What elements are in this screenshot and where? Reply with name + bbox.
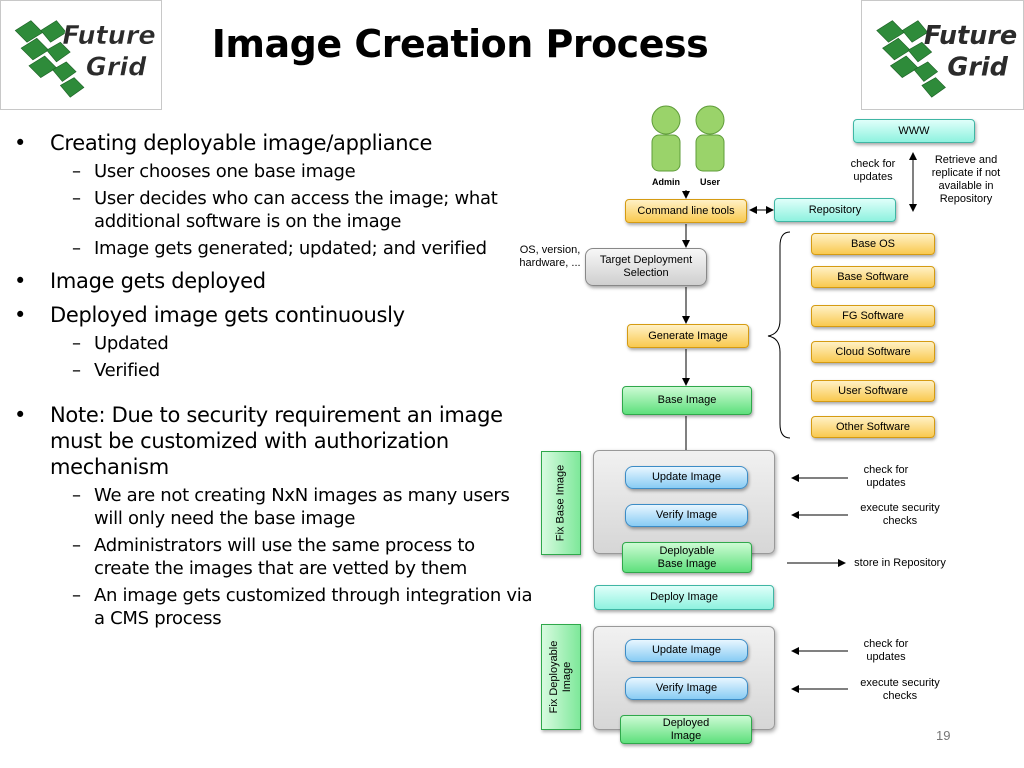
user-label: User (699, 177, 720, 187)
software-cloud-software-box: Cloud Software (811, 341, 935, 363)
fix-base-image-label-bar: Fix Base Image (541, 451, 581, 555)
base-image-box: Base Image (622, 386, 752, 415)
fix-deployable-image-label-bar: Fix Deployable Image (541, 624, 581, 730)
deploy-image-box: Deploy Image (594, 585, 774, 610)
check-updates-note-2: check for updates (863, 464, 909, 489)
svg-text:Grid: Grid (947, 53, 1008, 83)
execute-security-note: execute security checks (860, 502, 940, 527)
svg-text:Future: Future (924, 21, 1017, 51)
os-version-note: OS, version, hardware, ... (519, 244, 581, 269)
fix-base-image-label: Fix Base Image (554, 464, 567, 542)
store-repository-note: store in Repository (854, 557, 946, 569)
update-image-box-2: Update Image (625, 639, 748, 662)
bullet-list: Creating deployable image/appliance User… (14, 130, 534, 630)
target-deployment-box: Target Deployment Selection (585, 248, 707, 286)
verify-image-box: Verify Image (625, 504, 748, 527)
admin-icon (651, 105, 681, 172)
deployed-image-box: Deployed Image (620, 715, 752, 744)
futuregrid-logo: Future Grid (0, 0, 162, 110)
verify-image-box-2: Verify Image (625, 677, 748, 700)
sub-bullet-item: Updated (14, 332, 534, 355)
software-other-software-box: Other Software (811, 416, 935, 438)
software-user-software-box: User Software (811, 380, 935, 402)
bullet-item: Note: Due to security requirement an ima… (14, 402, 534, 480)
software-base-os-box: Base OS (811, 233, 935, 255)
bullet-item: Deployed image gets continuously (14, 302, 534, 328)
check-updates-note-3: check for updates (863, 638, 909, 663)
sub-bullet-item: User chooses one base image (14, 160, 534, 183)
retrieve-replicate-note: Retrieve and replicate if not available … (931, 154, 1001, 205)
software-base-software-box: Base Software (811, 266, 935, 288)
software-fg-software-box: FG Software (811, 305, 935, 327)
execute-security-note-2: execute security checks (860, 677, 940, 702)
repository-box: Repository (774, 198, 896, 222)
bullet-item: Creating deployable image/appliance (14, 130, 534, 156)
command-line-tools-box: Command line tools (625, 199, 747, 223)
futuregrid-logo: Future Grid (861, 0, 1024, 110)
generate-image-box: Generate Image (627, 324, 749, 348)
check-updates-note: check for updates (850, 158, 896, 183)
svg-text:Grid: Grid (86, 53, 147, 83)
bullet-item: Image gets deployed (14, 268, 534, 294)
svg-text:Future: Future (62, 21, 155, 51)
sub-bullet-item: User decides who can access the image; w… (14, 187, 534, 233)
slide-title: Image Creation Process (211, 22, 709, 66)
sub-bullet-item: Administrators will use the same process… (14, 534, 534, 580)
deployable-base-image-box: Deployable Base Image (622, 542, 752, 573)
fix-deployable-image-label: Fix Deployable Image (548, 640, 573, 714)
user-icon (695, 105, 725, 172)
sub-bullet-item: An image gets customized through integra… (14, 584, 534, 630)
page-number: 19 (936, 728, 951, 743)
update-image-box: Update Image (625, 466, 748, 489)
admin-label: Admin (652, 177, 680, 187)
sub-bullet-item: Image gets generated; updated; and verif… (14, 237, 534, 260)
www-box: WWW (853, 119, 975, 143)
sub-bullet-item: We are not creating NxN images as many u… (14, 484, 534, 530)
sub-bullet-item: Verified (14, 359, 534, 382)
